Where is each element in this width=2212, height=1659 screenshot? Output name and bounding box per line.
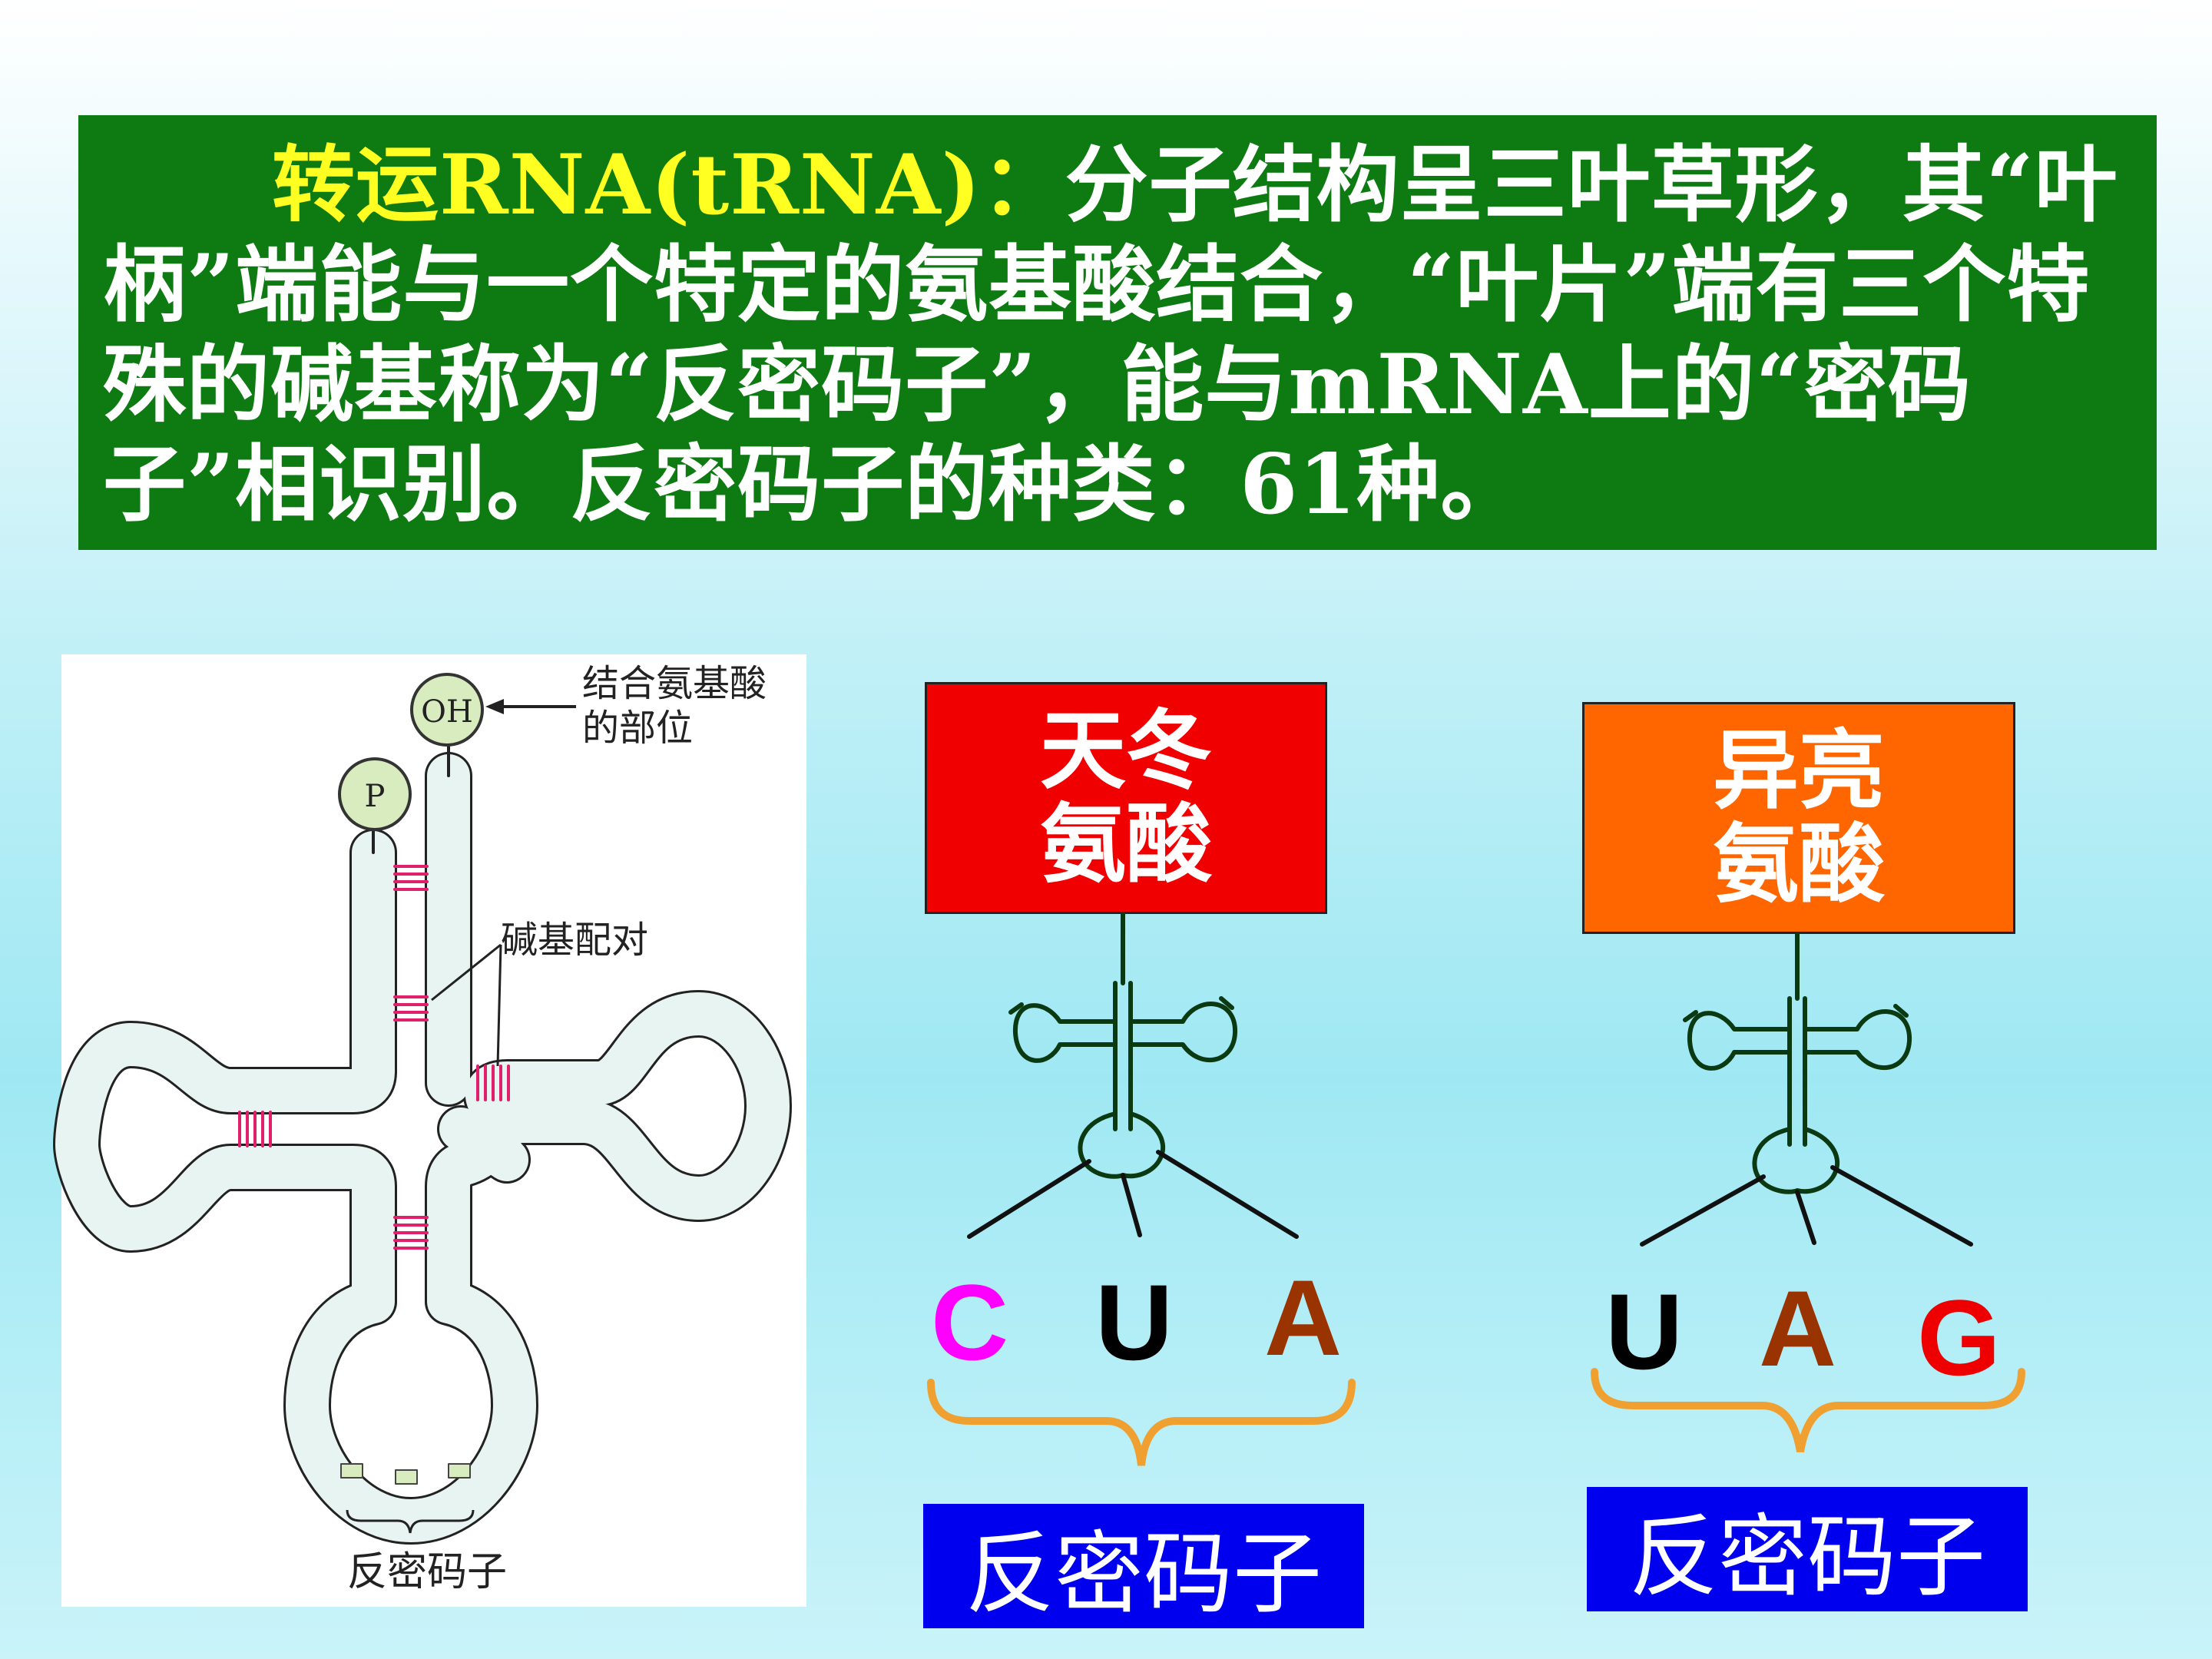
base-pairing-leader-1	[431, 943, 502, 1002]
right-trna-schematic	[1683, 932, 1912, 1194]
title-body: 分子结构呈三叶草形，其“叶柄”端能与一个特定的氨基酸结合，“叶片”端有三个特殊的…	[103, 137, 2118, 533]
right-base-2: A	[1759, 1268, 1837, 1389]
isoleucine-box: 异亮氨酸	[1582, 702, 2015, 934]
p-circle	[338, 757, 412, 831]
aspartic-acid-label-line1: 天冬	[1040, 701, 1212, 801]
left-anticodon-label: 反密码子	[923, 1504, 1364, 1628]
right-base-3: G	[1917, 1277, 2001, 1398]
isoleucine-label-line1: 异亮	[1713, 721, 1885, 821]
right-anticodon-label: 反密码子	[1587, 1487, 2028, 1611]
binding-site-label-line1: 结合氨基酸	[582, 662, 767, 705]
title-box: 转运RNA(tRNA)：分子结构呈三叶草形，其“叶柄”端能与一个特定的氨基酸结合…	[78, 115, 2157, 550]
arrow-head	[485, 699, 504, 714]
title-highlight: 转运RNA(tRNA)：	[272, 137, 1065, 233]
trna-cloverleaf	[53, 743, 792, 1545]
trna-backbone-fill	[55, 754, 790, 1542]
base-pairing-label: 碱基配对	[501, 919, 648, 962]
binding-site-label-line2: 的部位	[582, 707, 693, 750]
isoleucine-label-line2: 氨酸	[1713, 815, 1885, 915]
right-base-1: U	[1605, 1271, 1684, 1392]
left-base-1: C	[931, 1262, 1009, 1382]
left-base-links	[967, 1150, 1299, 1239]
aspartic-acid-label-line2: 氨酸	[1040, 795, 1212, 895]
diagram-anticodon-label: 反密码子	[347, 1549, 507, 1595]
right-brace	[1591, 1368, 2025, 1452]
aspartic-acid-box: 天冬氨酸	[925, 682, 1327, 914]
base-pair-bars	[238, 865, 510, 1250]
p-label: P	[365, 779, 386, 814]
trna-backbone-outline	[53, 752, 792, 1545]
left-brace	[927, 1379, 1356, 1466]
left-base-2: U	[1095, 1262, 1174, 1382]
oh-circle	[410, 673, 484, 747]
left-base-3: A	[1264, 1257, 1343, 1378]
base-pairing-leader-2	[496, 944, 502, 1067]
left-trna-schematic	[1008, 912, 1238, 1179]
oh-label: OH	[421, 694, 473, 730]
small-anticodon-brace	[346, 1509, 475, 1534]
right-base-links	[1640, 1165, 1973, 1247]
